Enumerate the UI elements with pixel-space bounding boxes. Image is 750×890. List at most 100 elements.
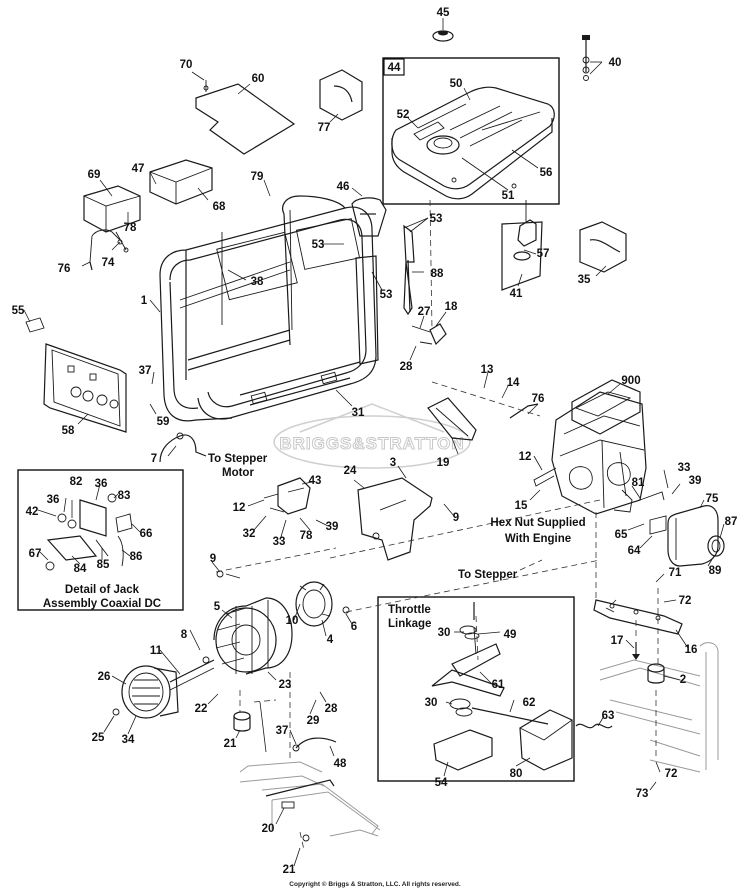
guide-lines: [215, 199, 659, 851]
part-label: 9: [210, 553, 216, 565]
part-label: 72: [665, 768, 678, 780]
part-label: 76: [532, 393, 545, 405]
part-label: 24: [344, 465, 357, 477]
mount-2: [647, 663, 665, 684]
part-label: 79: [251, 171, 264, 183]
throttle-title: Throttle: [388, 604, 431, 616]
stud-17: [632, 642, 640, 660]
part-label: 28: [400, 361, 413, 373]
control-panel: [25, 317, 127, 433]
base-frame-right: [599, 642, 719, 773]
part-label: 1: [141, 295, 148, 307]
part-label: 46: [337, 181, 350, 193]
part-label: 68: [213, 201, 226, 213]
part-label: 38: [251, 276, 264, 288]
throttle-title-2: Linkage: [388, 618, 431, 630]
part-label: 9: [453, 512, 459, 524]
part-label: 86: [130, 551, 143, 563]
part-label: 900: [621, 375, 640, 387]
part-label: 58: [62, 425, 75, 437]
part-label: 18: [445, 301, 458, 313]
part-label: 44: [388, 62, 401, 74]
rotor-shaft: [169, 656, 215, 691]
part-label: 7: [151, 453, 157, 465]
part-label: 21: [283, 864, 296, 876]
stepper-cable: [159, 432, 207, 463]
part-label: 71: [669, 567, 682, 579]
fuel-valve: [501, 200, 543, 291]
bolt-9-left: [216, 570, 241, 579]
part-label: 87: [725, 516, 738, 528]
jack-assembly-detail-box: [17, 469, 184, 611]
part-label: 82: [70, 476, 83, 488]
fuel-tank-assembly-box: [382, 57, 560, 205]
part-label: 88: [431, 268, 444, 280]
part-label: 39: [689, 475, 702, 487]
bracket-19: [427, 397, 477, 441]
note-hex-nut-2: With Engine: [505, 533, 571, 545]
hose-74-76: [89, 239, 129, 271]
part-label: 49: [504, 629, 517, 641]
detail-title-2: Assembly Coaxial DC: [43, 598, 161, 610]
vibration-mount-21: [233, 711, 251, 732]
outlet-box-69: [83, 185, 141, 263]
part-label: 85: [97, 559, 110, 571]
watermark: BRIGGS&STRATTON: [273, 403, 471, 469]
part-label: 84: [74, 563, 87, 575]
throttle-linkage: [431, 602, 613, 771]
part-label: 33: [678, 462, 691, 474]
part-label: 12: [233, 502, 246, 514]
cover-panel-60: [195, 80, 296, 155]
throttle-linkage-box: [377, 596, 575, 782]
part-label: 30: [425, 697, 438, 709]
control-plate-24: [357, 477, 433, 561]
part-label: 55: [12, 305, 25, 317]
part-label: 13: [481, 364, 494, 376]
hose-77: [319, 69, 363, 121]
part-label: 27: [418, 306, 431, 318]
air-cleaner: [639, 491, 725, 567]
part-label: 47: [132, 163, 145, 175]
part-label: 39: [326, 521, 339, 533]
wire-48: [292, 737, 337, 752]
part-label: 30: [438, 627, 451, 639]
part-label: 52: [397, 109, 410, 121]
generator-frame: [159, 195, 377, 422]
part-label: 66: [140, 528, 153, 540]
part-label: 40: [609, 57, 622, 69]
fuel-hose-35: [579, 221, 627, 273]
part-label: 33: [273, 536, 286, 548]
note-hex-nut: Hex Nut Supplied: [490, 517, 585, 529]
part-label: 12: [519, 451, 532, 463]
part-label: 14: [507, 377, 520, 389]
detail-title: Detail of Jack: [65, 584, 140, 596]
part-label: 50: [450, 78, 463, 90]
stepper-motor-43: [263, 477, 311, 515]
hose-76-right: [509, 403, 539, 419]
part-label: 16: [685, 644, 698, 656]
part-label: 2: [680, 674, 686, 686]
part-label: 20: [262, 823, 275, 835]
part-label: 26: [98, 671, 111, 683]
part-label: 37: [276, 725, 289, 737]
bolts-40: [582, 35, 590, 81]
part-label: 45: [437, 7, 450, 19]
part-label: 25: [92, 732, 105, 744]
part-label: 69: [88, 169, 101, 181]
mounting-rail-16: [593, 599, 683, 635]
part-label: 64: [628, 545, 641, 557]
part-label: 57: [537, 248, 550, 260]
part-label: 54: [435, 777, 448, 789]
part-label: 3: [390, 457, 396, 469]
part-label: 53: [380, 289, 393, 301]
part-label: 35: [578, 274, 591, 286]
part-label: 42: [26, 506, 39, 518]
part-label: 76: [58, 263, 71, 275]
alternator-stator: [213, 597, 293, 675]
part-label: 78: [124, 222, 137, 234]
part-label: 80: [510, 768, 523, 780]
part-label: 34: [122, 734, 135, 746]
part-label: 63: [602, 710, 615, 722]
part-label: 28: [325, 703, 338, 715]
part-label: 74: [102, 257, 115, 269]
